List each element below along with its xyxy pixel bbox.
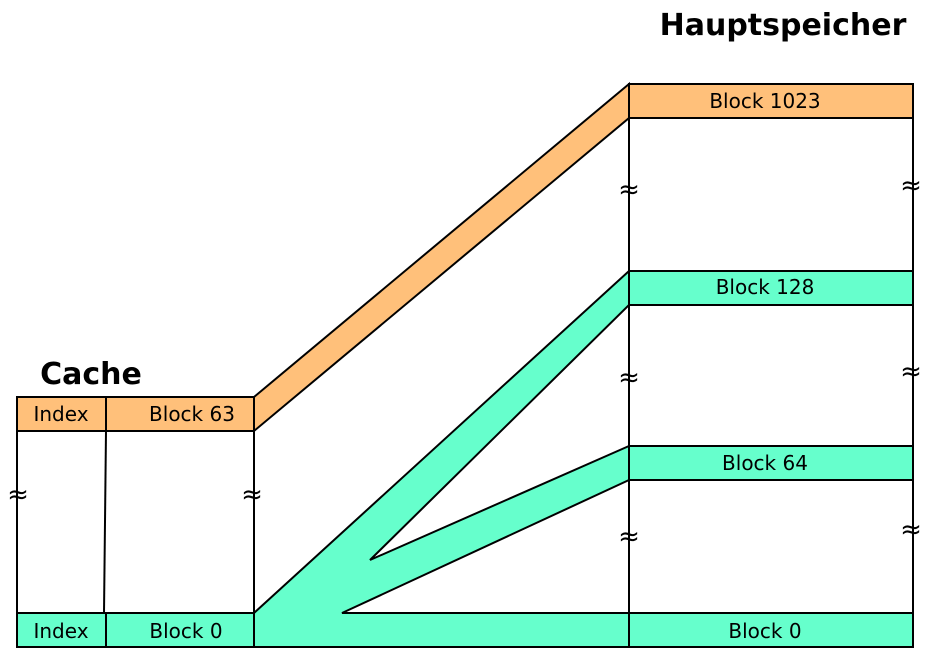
cache-index-label-bottom: Index xyxy=(33,619,88,643)
cache-index-cell-bottom xyxy=(16,612,107,648)
memory-block-label-64: Block 64 xyxy=(722,451,808,475)
memory-block-label-0: Block 0 xyxy=(728,619,801,643)
cache-block-cell-63 xyxy=(105,396,255,432)
memory-gap-symbol-right-1: ≈ xyxy=(900,171,922,201)
cache-body xyxy=(16,430,255,614)
memory-block-128 xyxy=(628,270,914,306)
cache-block-label-0: Block 0 xyxy=(149,619,222,643)
cache-block-label-63: Block 63 xyxy=(149,402,235,426)
cache-title: Cache xyxy=(40,357,142,392)
main-memory-title: Hauptspeicher xyxy=(660,8,907,43)
cache-block-cell-0 xyxy=(105,612,255,648)
mapping-band-block63-to-block1023 xyxy=(253,81,630,434)
memory-block-0 xyxy=(628,612,914,648)
memory-block-64 xyxy=(628,445,914,481)
memory-gap-symbol-left-1: ≈ xyxy=(618,175,640,205)
mapping-band-block0-fan xyxy=(253,268,630,648)
memory-gap-symbol-right-2: ≈ xyxy=(900,357,922,387)
memory-block-1023 xyxy=(628,83,914,119)
cache-table: Index Block 63 Index Block 0 ≈ ≈ xyxy=(7,396,263,648)
memory-gap-symbol-right-3: ≈ xyxy=(900,515,922,545)
cache-gap-symbol-left: ≈ xyxy=(7,480,29,510)
cache-index-label-top: Index xyxy=(33,402,88,426)
cache-gap-symbol-right: ≈ xyxy=(241,480,263,510)
main-memory-table: Block 1023 Block 128 Block 64 Block 0 ≈ … xyxy=(618,83,922,648)
memory-block-label-1023: Block 1023 xyxy=(709,89,820,113)
memory-gap-symbol-left-3: ≈ xyxy=(618,522,640,552)
memory-gap-symbol-left-2: ≈ xyxy=(618,363,640,393)
main-memory-body xyxy=(628,83,914,648)
cache-column-divider xyxy=(103,430,107,614)
memory-block-label-128: Block 128 xyxy=(716,275,815,299)
